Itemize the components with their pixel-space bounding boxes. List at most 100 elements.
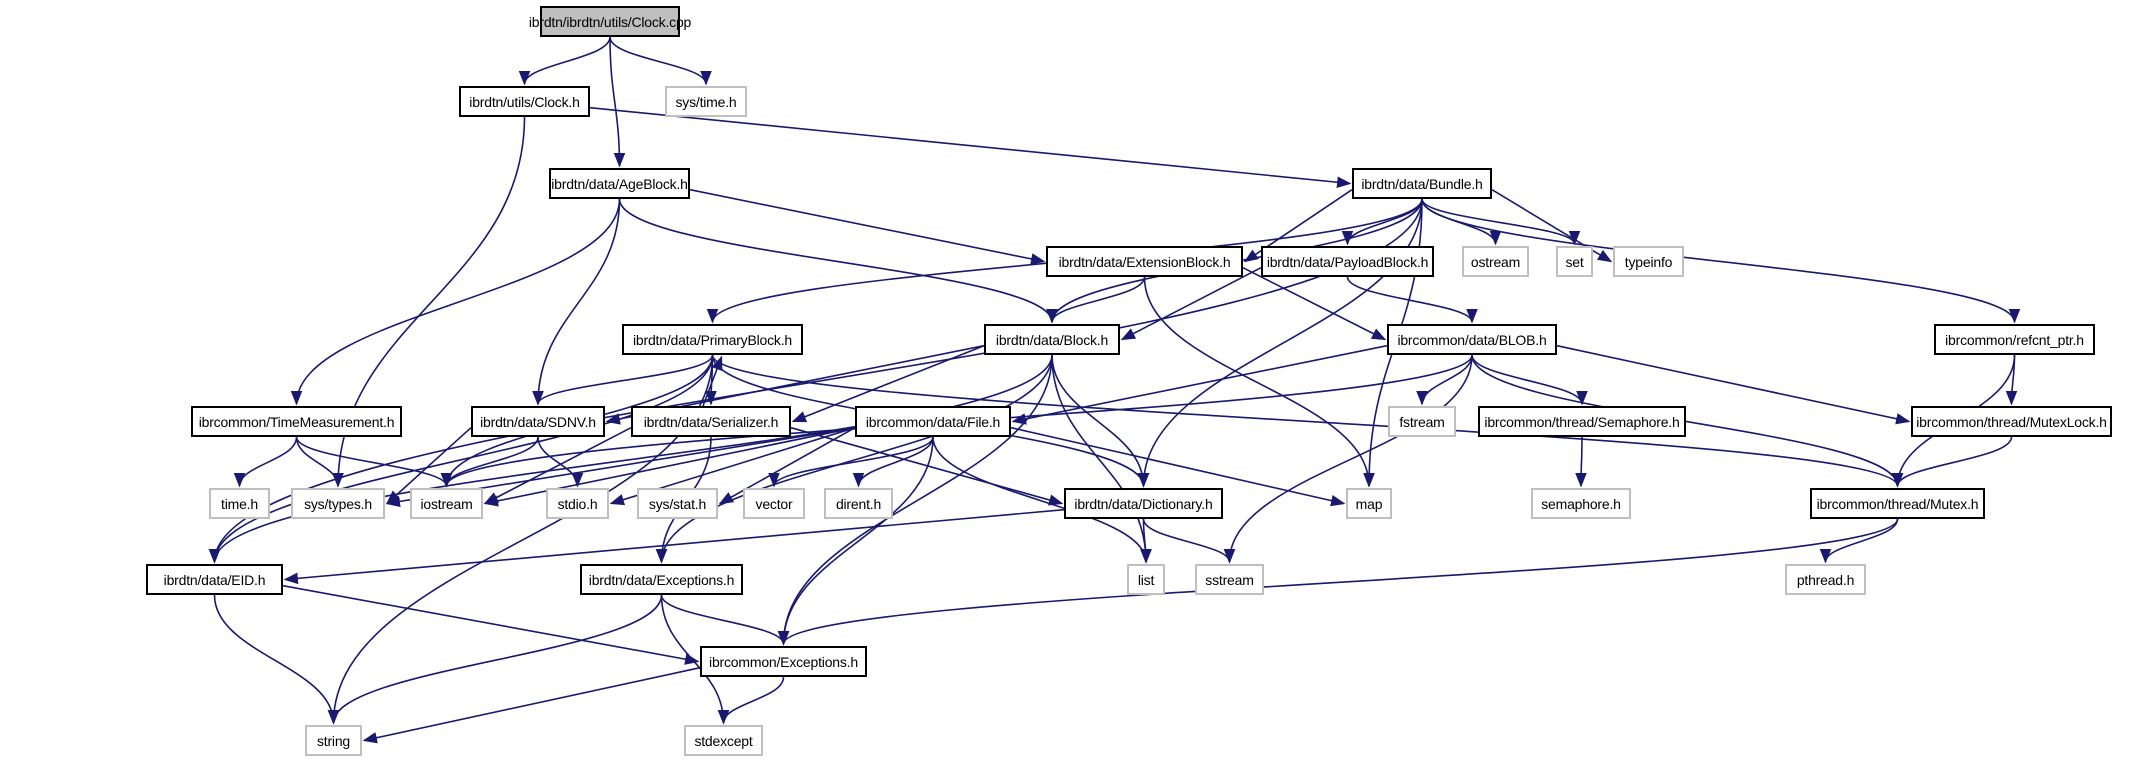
node-label: ibrcommon/thread/Semaphore.h	[1484, 413, 1680, 430]
node-dtn-exceptions-h[interactable]: ibrdtn/data/Exceptions.h	[580, 564, 743, 595]
node-ageblock-h[interactable]: ibrdtn/data/AgeBlock.h	[549, 168, 690, 199]
node-label: ibrdtn/data/Serializer.h	[643, 413, 779, 430]
node-sys-stat-h[interactable]: sys/stat.h	[637, 488, 718, 519]
node-clock-h[interactable]: ibrdtn/utils/Clock.h	[459, 86, 590, 117]
edge-dictionary-h-to-sstream	[1142, 518, 1236, 564]
node-clock-cpp[interactable]: ibrdtn/ibrdtn/utils/Clock.cpp	[529, 6, 691, 37]
edge-block-h-to-dtn-exceptions-h	[655, 354, 1053, 564]
edge-file-h-to-map	[1010, 426, 1346, 507]
node-bundle-h[interactable]: ibrdtn/data/Bundle.h	[1352, 168, 1492, 199]
edge-block-h-to-list	[1051, 354, 1152, 564]
node-list[interactable]: list	[1127, 564, 1165, 595]
edge-mutexlock-h-to-mutex-h	[1891, 436, 2013, 488]
node-refcnt-ptr-h[interactable]: ibrcommon/refcnt_ptr.h	[1934, 324, 2095, 355]
edge-bundle-h-to-payloadblock-h	[1341, 198, 1423, 246]
node-string[interactable]: string	[305, 725, 362, 756]
node-file-h[interactable]: ibrcommon/data/File.h	[855, 406, 1011, 437]
node-label: typeinfo	[1624, 253, 1673, 270]
edge-eid-h-to-common-exceptions-h	[282, 584, 700, 665]
edge-timemeasurement-h-to-sys-types-h	[295, 436, 344, 488]
node-map[interactable]: map	[1346, 488, 1392, 519]
node-pthread-h[interactable]: pthread.h	[1785, 564, 1866, 595]
node-set[interactable]: set	[1556, 246, 1593, 277]
edge-payloadblock-h-to-blob-h	[1346, 276, 1478, 324]
node-sys-time-h[interactable]: sys/time.h	[665, 86, 747, 117]
node-payloadblock-h[interactable]: ibrdtn/data/PayloadBlock.h	[1261, 246, 1434, 277]
edge-file-h-to-vector	[768, 436, 934, 488]
node-fstream[interactable]: fstream	[1388, 406, 1456, 437]
edge-serializer-h-to-iostream	[483, 426, 632, 505]
node-label: semaphore.h	[1541, 495, 1621, 512]
node-serializer-h[interactable]: ibrdtn/data/Serializer.h	[631, 406, 791, 437]
edge-block-h-to-common-exceptions-h	[777, 354, 1053, 646]
node-stdio-h[interactable]: stdio.h	[546, 488, 609, 519]
node-label: ibrcommon/thread/MutexLock.h	[1916, 413, 2107, 430]
node-common-exceptions-h[interactable]: ibrcommon/Exceptions.h	[700, 646, 867, 677]
edge-clock-cpp-to-sys-time-h	[609, 36, 712, 86]
node-primaryblock-h[interactable]: ibrdtn/data/PrimaryBlock.h	[622, 324, 803, 355]
node-mutexlock-h[interactable]: ibrcommon/thread/MutexLock.h	[1911, 406, 2112, 437]
node-sys-types-h[interactable]: sys/types.h	[291, 488, 385, 519]
node-stdexcept[interactable]: stdexcept	[684, 725, 763, 756]
node-label: ibrdtn/data/ExtensionBlock.h	[1058, 253, 1231, 270]
node-dictionary-h[interactable]: ibrdtn/data/Dictionary.h	[1064, 488, 1223, 519]
node-label: ibrdtn/data/AgeBlock.h	[551, 175, 688, 192]
node-sstream[interactable]: sstream	[1195, 564, 1264, 595]
edge-blob-h-to-file-h	[1011, 344, 1388, 425]
edge-serializer-h-to-dictionary-h	[790, 426, 1064, 506]
node-label: ibrcommon/data/File.h	[865, 413, 1001, 430]
node-extensionblock-h[interactable]: ibrdtn/data/ExtensionBlock.h	[1046, 246, 1243, 277]
node-vector[interactable]: vector	[743, 488, 805, 519]
node-label: time.h	[221, 495, 258, 512]
edge-clock-cpp-to-clock-h	[518, 36, 611, 86]
edge-extensionblock-h-to-block-h	[1046, 276, 1146, 324]
node-label: ibrdtn/utils/Clock.h	[469, 93, 580, 110]
edge-ageblock-h-to-extensionblock-h	[689, 188, 1046, 265]
node-semaphore-cls-h[interactable]: ibrcommon/thread/Semaphore.h	[1478, 406, 1686, 437]
edge-blob-h-to-semaphore-cls-h	[1471, 354, 1588, 406]
edge-ageblock-h-to-timemeasurement-h	[290, 198, 621, 406]
node-dirent-h[interactable]: dirent.h	[824, 488, 893, 519]
node-iostream[interactable]: iostream	[410, 488, 483, 519]
node-label: stdexcept	[694, 732, 753, 749]
node-label: ibrcommon/TimeMeasurement.h	[198, 413, 395, 430]
edge-sdnv-h-to-sys-types-h	[385, 427, 472, 505]
edge-file-h-to-list	[932, 436, 1152, 564]
edge-block-h-to-serializer-h	[791, 344, 985, 423]
edge-blob-h-to-fstream	[1416, 354, 1473, 406]
node-eid-h[interactable]: ibrdtn/data/EID.h	[146, 564, 283, 595]
node-block-h[interactable]: ibrdtn/data/Block.h	[984, 324, 1120, 355]
edge-dtn-exceptions-h-to-common-exceptions-h	[660, 594, 790, 646]
edge-primaryblock-h-to-sdnv-h	[532, 354, 714, 406]
node-semaphore-h[interactable]: semaphore.h	[1531, 488, 1631, 519]
node-label: fstream	[1399, 413, 1445, 430]
node-timemeasurement-h[interactable]: ibrcommon/TimeMeasurement.h	[191, 406, 402, 437]
node-time-h[interactable]: time.h	[209, 488, 270, 519]
node-sdnv-h[interactable]: ibrdtn/data/SDNV.h	[471, 406, 605, 437]
node-label: ibrdtn/data/Block.h	[995, 331, 1109, 348]
edge-serializer-h-to-primaryblock-h	[702, 355, 723, 407]
edge-block-h-to-dictionary-h	[1051, 354, 1150, 488]
edge-extensionblock-h-to-blob-h	[1242, 266, 1387, 341]
edge-mutex-h-to-pthread-h	[1819, 518, 1899, 564]
edge-bundle-h-to-set	[1421, 198, 1581, 246]
node-ostream[interactable]: ostream	[1462, 246, 1529, 277]
edge-dtn-exceptions-h-to-stdexcept	[660, 594, 730, 725]
node-blob-h[interactable]: ibrcommon/data/BLOB.h	[1387, 324, 1557, 355]
node-label: ibrdtn/ibrdtn/utils/Clock.cpp	[528, 13, 692, 30]
edge-sdnv-h-to-iostream	[440, 436, 539, 488]
edge-sdnv-h-to-stdio-h	[537, 436, 584, 488]
node-label: ibrdtn/data/EID.h	[163, 571, 266, 588]
edge-file-h-to-sys-stat-h	[718, 427, 856, 505]
node-mutex-h[interactable]: ibrcommon/thread/Mutex.h	[1810, 488, 1985, 519]
edge-eid-h-to-string	[213, 594, 340, 725]
edge-primaryblock-h-to-mutex-h	[711, 354, 1903, 488]
node-label: ibrcommon/thread/Mutex.h	[1816, 495, 1979, 512]
edge-ageblock-h-to-block-h	[618, 198, 1058, 324]
node-label: map	[1355, 495, 1383, 512]
node-label: vector	[755, 495, 793, 512]
node-label: ibrdtn/data/Dictionary.h	[1074, 495, 1213, 512]
node-typeinfo[interactable]: typeinfo	[1613, 246, 1684, 277]
node-label: sys/types.h	[304, 495, 372, 512]
